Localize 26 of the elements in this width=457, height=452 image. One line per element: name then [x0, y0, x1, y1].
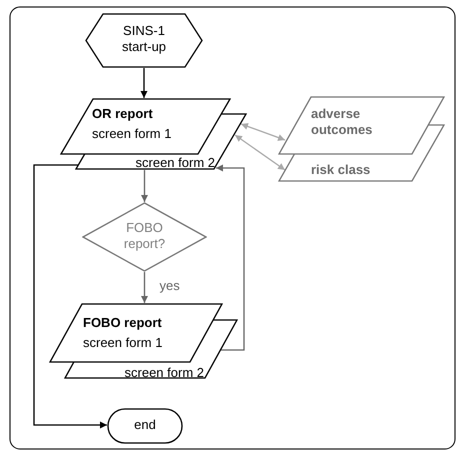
start-hexagon [85, 13, 203, 68]
node-text: adverse outcomes [311, 106, 374, 138]
form-title: FOBO report [83, 315, 162, 331]
data-parallelogram [278, 124, 445, 182]
node-text: screen form 2 [124, 365, 204, 381]
node-text: screen form 1 [83, 335, 162, 351]
screen-form-parallelogram [60, 98, 231, 155]
arrow [33, 164, 107, 428]
node-text: end [134, 417, 156, 433]
node-text: risk class [311, 162, 370, 178]
decision-diamond [82, 202, 207, 272]
arrow [140, 68, 148, 98]
node-text: screen form 2 [136, 155, 215, 171]
node-text: FOBO report? [122, 220, 166, 252]
arrow [234, 134, 286, 171]
screen-form-parallelogram [64, 319, 238, 379]
arrow [141, 170, 148, 202]
arrow [216, 164, 245, 351]
data-parallelogram [278, 96, 445, 155]
arrow [240, 123, 286, 141]
arrow [141, 272, 148, 303]
terminal-stadium [107, 408, 183, 444]
form-title: OR report [92, 106, 153, 122]
node-text: screen form 1 [92, 126, 172, 142]
node-text: SINS-1 start-up [120, 23, 168, 55]
screen-form-parallelogram [49, 303, 223, 363]
